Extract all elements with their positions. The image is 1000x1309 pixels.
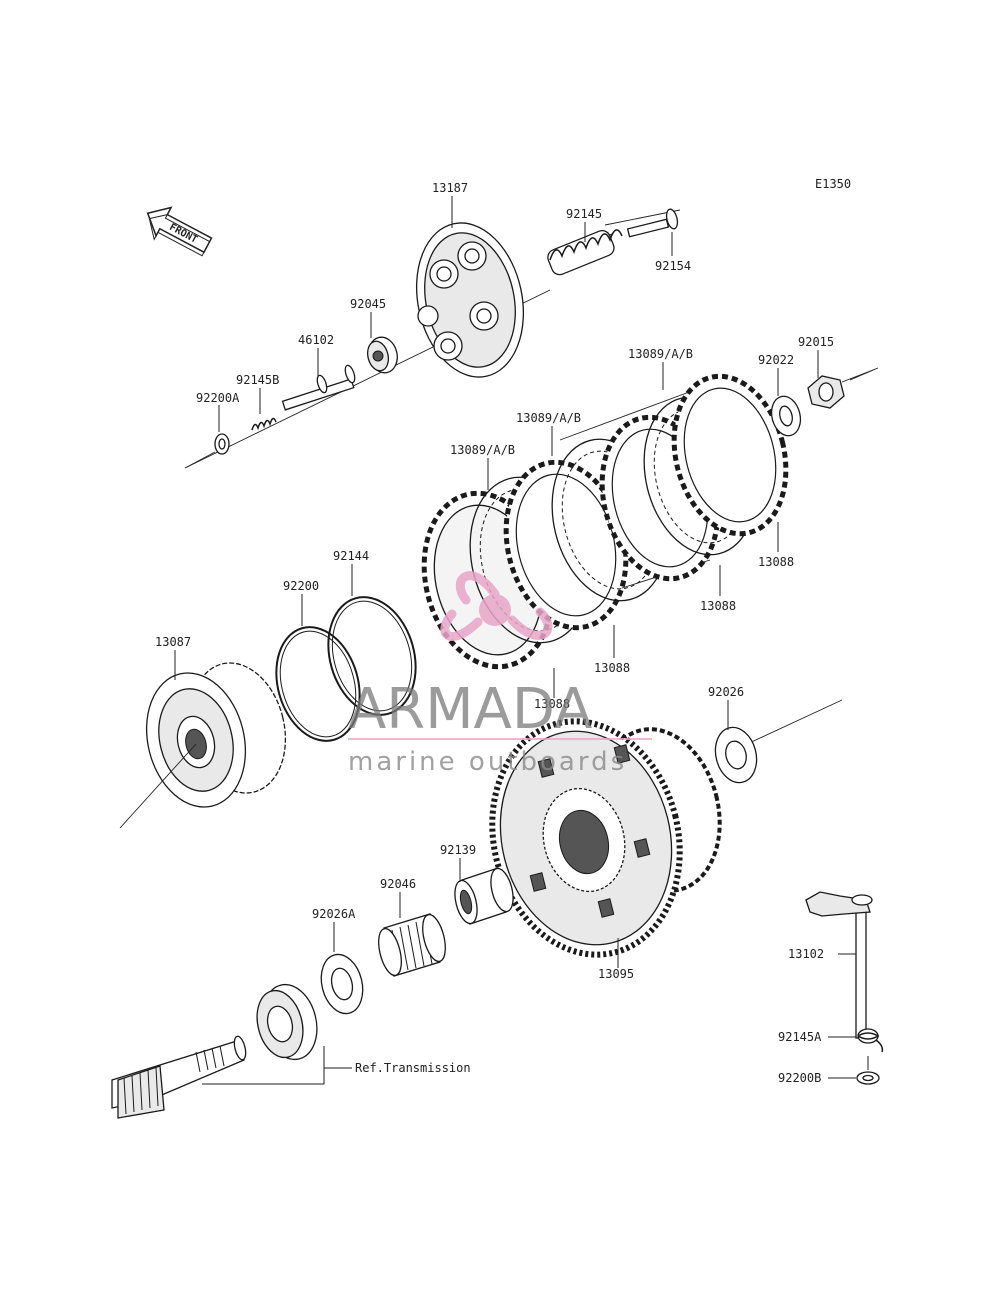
label-46102: 46102 [298, 333, 334, 347]
ring-92200 [275, 626, 361, 742]
watermark-brand: ARMADA [348, 677, 592, 742]
label-13089-2: 13089/A/B [516, 411, 581, 425]
transmission-shaft [111, 1035, 247, 1119]
washer-92026a [320, 953, 364, 1015]
armada-watermark: ARMADA marine outboards [348, 571, 652, 777]
label-92046: 92046 [380, 877, 416, 891]
label-13187: 13187 [432, 181, 468, 195]
diagram-code: E1350 [815, 177, 851, 191]
label-92145: 92145 [566, 207, 602, 221]
armada-logo-icon [440, 571, 553, 641]
label-13088-2: 13088 [700, 599, 736, 613]
label-92026A: 92026A [312, 907, 356, 921]
label-92200: 92200 [283, 579, 319, 593]
label-13088-4: 13088 [534, 697, 570, 711]
ring-92144 [327, 596, 417, 716]
washer-92022 [770, 395, 802, 437]
label-13095: 13095 [598, 967, 634, 981]
spring-92145b [251, 417, 277, 431]
label-92045: 92045 [350, 297, 386, 311]
spring-92145a [857, 1028, 884, 1053]
clutch-hub-13087 [145, 662, 287, 808]
label-92022: 92022 [758, 353, 794, 367]
bearing-92045 [366, 336, 398, 374]
label-13088-1: 13088 [758, 555, 794, 569]
label-92015: 92015 [798, 335, 834, 349]
label-13102: 13102 [788, 947, 824, 961]
label-92154: 92154 [655, 259, 691, 273]
label-13089-3: 13089/A/B [628, 347, 693, 361]
washer-92026 [714, 726, 758, 784]
label-92145B: 92145B [236, 373, 279, 387]
pressure-plate-13187 [415, 222, 525, 378]
label-92200B: 92200B [778, 1071, 821, 1085]
label-ref-transmission: Ref.Transmission [355, 1061, 471, 1075]
bolt-92154 [626, 208, 679, 238]
transmission-bearing [256, 983, 318, 1061]
label-13088-3: 13088 [594, 661, 630, 675]
label-92145A: 92145A [778, 1030, 822, 1044]
sleeve-92139 [454, 867, 514, 925]
label-92200A: 92200A [196, 391, 240, 405]
nut-92015 [807, 375, 845, 409]
friction-plate-4 [671, 373, 789, 537]
label-92026: 92026 [708, 685, 744, 699]
spring-92145 [547, 229, 623, 276]
label-13087: 13087 [155, 635, 191, 649]
front-arrow-icon: FRONT [146, 206, 213, 257]
label-92139: 92139 [440, 843, 476, 857]
watermark-tagline: marine outboards [348, 747, 627, 777]
label-92144: 92144 [333, 549, 369, 563]
washer-92200a [214, 433, 230, 455]
clutch-housing-13095 [489, 718, 722, 958]
needle-bearing-92046 [378, 913, 446, 977]
release-shaft-13102 [805, 891, 873, 1039]
push-rod-46102 [281, 364, 356, 411]
label-13089-1: 13089/A/B [450, 443, 515, 457]
washer-92200b [856, 1071, 880, 1085]
